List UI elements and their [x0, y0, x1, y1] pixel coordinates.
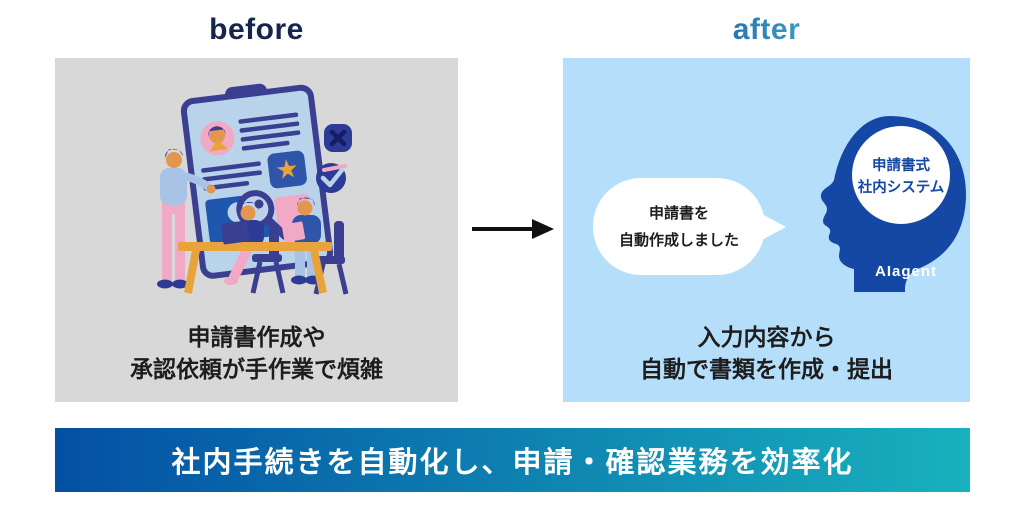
after-caption-line1: 入力内容から [697, 323, 836, 350]
bubble-line2: 自動作成しました [618, 231, 739, 249]
avatar [200, 121, 235, 156]
brain-text-line1: 申請書式 [872, 156, 930, 174]
after-caption-line2: 自動で書類を作成・提出 [640, 356, 893, 383]
before-caption-line2: 承認依頼が手作業で煩雑 [130, 356, 383, 383]
before-title: before [209, 13, 304, 46]
before-to-after-arrow-icon [472, 219, 554, 239]
bubble-line1: 申請書を [648, 204, 709, 222]
before-caption-line1: 申請書作成や [187, 323, 326, 350]
after-title: after [563, 13, 970, 47]
before-caption: 申請書作成や 承認依頼が手作業で煩雑 [55, 321, 458, 386]
sitting-person-middle [224, 199, 264, 285]
after-panel: 申請書を 自動作成しました 申請書式 社内システム AIagent 入力内容から… [563, 58, 970, 402]
summary-banner-text: 社内手続きを自動化し、申請・確認業務を効率化 [171, 447, 854, 479]
brain-text-line2: 社内システム [857, 178, 945, 196]
before-panel: ★ [55, 58, 458, 402]
laptops [220, 220, 306, 245]
manual-paperwork-illustration: ★ [157, 83, 352, 295]
star-card: ★ [267, 150, 307, 189]
speech-bubble: 申請書を 自動作成しました [593, 178, 765, 275]
summary-banner: 社内手続きを自動化し、申請・確認業務を効率化 [55, 428, 970, 492]
x-badge-icon [324, 124, 352, 152]
check-badge-icon [316, 163, 347, 193]
ai-agent-head-illustration: 申請書式 社内システム AIagent [820, 116, 966, 292]
after-caption: 入力内容から 自動で書類を作成・提出 [563, 321, 970, 386]
ai-agent-brand-label: AIagent [875, 263, 937, 280]
star-icon: ★ [274, 153, 301, 186]
desk [178, 242, 332, 294]
brain-circle [852, 126, 950, 224]
